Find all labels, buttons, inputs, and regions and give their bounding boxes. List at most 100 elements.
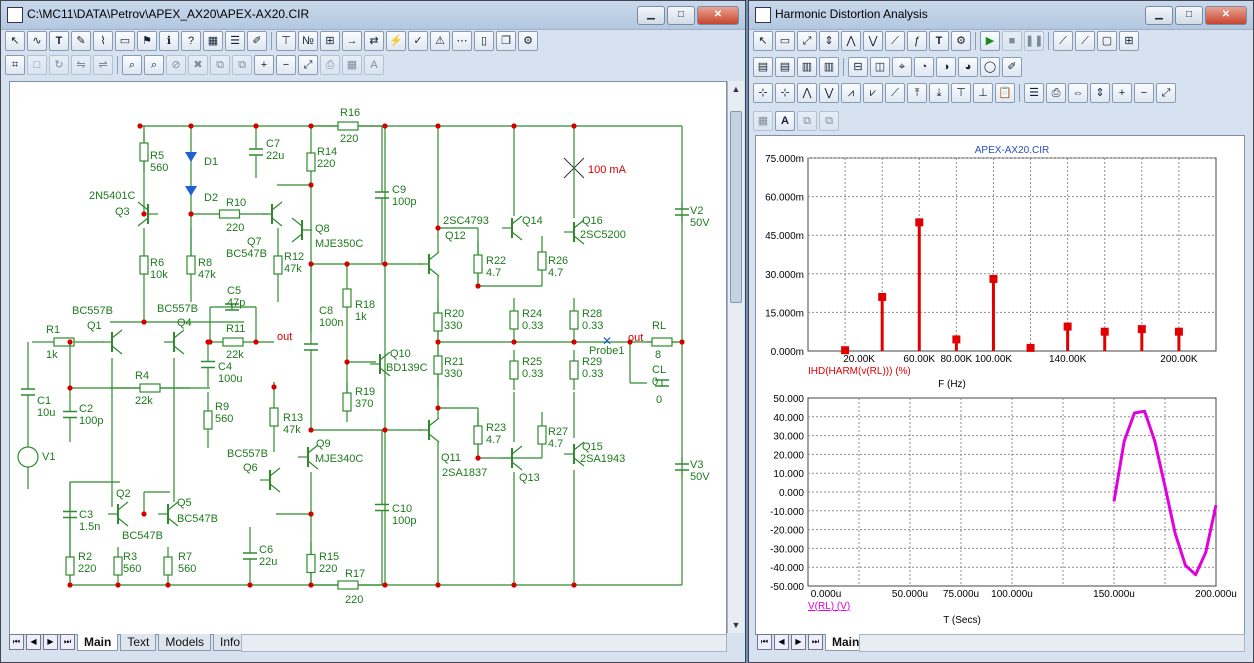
net-icon[interactable]: ⊞: [320, 31, 340, 51]
list-icon[interactable]: ☰: [225, 31, 245, 51]
global-high-icon[interactable]: ⤒: [907, 83, 927, 103]
tag-icon[interactable]: ⌖: [892, 57, 912, 77]
measure-3-icon[interactable]: ◕: [958, 57, 978, 77]
cursor-right-icon[interactable]: ⟋: [1075, 31, 1095, 51]
stop-run-icon[interactable]: ■: [1002, 31, 1022, 51]
arrow-swap-icon[interactable]: ⇄: [364, 31, 384, 51]
last-tab-icon[interactable]: ⏭: [60, 634, 75, 650]
peak-find-icon[interactable]: ⋀: [797, 83, 817, 103]
help-icon[interactable]: ?: [181, 31, 201, 51]
low-icon[interactable]: ⩗: [863, 83, 883, 103]
tile-icon[interactable]: ▦: [342, 55, 362, 75]
node-numbers-icon[interactable]: №: [298, 31, 318, 51]
first-tab-icon[interactable]: ⏮: [9, 634, 24, 650]
pen-icon[interactable]: ✎: [71, 31, 91, 51]
analysis-horizontal-scrollbar[interactable]: [859, 634, 1245, 652]
analysis-layer-up-icon[interactable]: ⧉: [797, 111, 817, 131]
formula-icon[interactable]: ƒ: [907, 31, 927, 51]
analysis-select-icon[interactable]: ↖: [753, 31, 773, 51]
fit-y-icon[interactable]: ⇕: [1090, 83, 1110, 103]
analysis-next-tab-icon[interactable]: ▶: [791, 634, 806, 650]
find-icon[interactable]: ⌕: [122, 55, 142, 75]
zoom-out-icon[interactable]: −: [276, 55, 296, 75]
pin-icon[interactable]: ⊤: [276, 31, 296, 51]
analysis-properties-icon[interactable]: ⚙: [951, 31, 971, 51]
analysis-first-tab-icon[interactable]: ⏮: [757, 634, 772, 650]
grid-select-icon[interactable]: ⌗: [5, 55, 25, 75]
scale-icon[interactable]: ⤢: [797, 31, 817, 51]
analysis-zoom-fit-icon[interactable]: ⤢: [1156, 83, 1176, 103]
warning-icon[interactable]: ⚠: [430, 31, 450, 51]
analysis-last-tab-icon[interactable]: ⏭: [808, 634, 823, 650]
frame-icon[interactable]: ▢: [1097, 31, 1117, 51]
scroll-up-icon[interactable]: ▲: [731, 84, 741, 94]
analysis-tile-icon[interactable]: ▦: [753, 111, 773, 131]
peak-icon[interactable]: ⋀: [841, 31, 861, 51]
select-mode-icon[interactable]: ↖: [5, 31, 25, 51]
slope-icon[interactable]: ⟋: [885, 31, 905, 51]
maxmin-icon[interactable]: ⇕: [819, 31, 839, 51]
font-icon[interactable]: A: [364, 55, 384, 75]
fit-x-icon[interactable]: ⇔: [1068, 83, 1088, 103]
layout-3-icon[interactable]: ▥: [797, 57, 817, 77]
tab-main[interactable]: Main: [77, 633, 119, 651]
wire-mode-icon[interactable]: ∿: [27, 31, 47, 51]
maximize-button[interactable]: □: [667, 6, 695, 25]
grid-icon[interactable]: ▦: [203, 31, 223, 51]
zoom-fit-icon[interactable]: ⤢: [298, 55, 318, 75]
hsplit-icon[interactable]: ⊟: [848, 57, 868, 77]
cursor-left-icon[interactable]: ⟋: [1053, 31, 1073, 51]
analysis-layer-down-icon[interactable]: ⧉: [819, 111, 839, 131]
flag-icon[interactable]: ⚑: [137, 31, 157, 51]
prev-tab-icon[interactable]: ◀: [26, 634, 41, 650]
stop-icon[interactable]: ⊘: [166, 55, 186, 75]
analysis-close-button[interactable]: ✕: [1205, 6, 1247, 25]
zoom-in-icon[interactable]: +: [254, 55, 274, 75]
notes-icon[interactable]: ☰: [1024, 83, 1044, 103]
cancel-icon[interactable]: ✖: [188, 55, 208, 75]
grid-toggle-icon[interactable]: ⊞: [1119, 31, 1139, 51]
cursor-mode-1-icon[interactable]: ⊹: [753, 83, 773, 103]
print-plot-icon[interactable]: ⎙: [1046, 83, 1066, 103]
layer-down-icon[interactable]: ⧉: [232, 55, 252, 75]
arrow-right-icon[interactable]: →: [342, 31, 362, 51]
scroll-thumb[interactable]: [730, 111, 742, 303]
analysis-tab-main[interactable]: Main: [825, 633, 867, 651]
properties-icon[interactable]: ⚙: [518, 31, 538, 51]
analysis-text-icon[interactable]: T: [929, 31, 949, 51]
lightning-icon[interactable]: ⚡: [386, 31, 406, 51]
layer-up-icon[interactable]: ⧉: [210, 55, 230, 75]
pause-icon[interactable]: ❚❚: [1024, 31, 1044, 51]
next-tab-icon[interactable]: ▶: [43, 634, 58, 650]
top-icon[interactable]: ⊤: [951, 83, 971, 103]
vsplit-icon[interactable]: ◫: [870, 57, 890, 77]
clipboard-icon[interactable]: 📋: [995, 83, 1015, 103]
bottom-icon[interactable]: ⊥: [973, 83, 993, 103]
grid-dots-icon[interactable]: ⋯: [452, 31, 472, 51]
page-icon[interactable]: ▯: [474, 31, 494, 51]
rotate-icon[interactable]: ↻: [49, 55, 69, 75]
layout-2-icon[interactable]: ▤: [775, 57, 795, 77]
measure-1-icon[interactable]: ◔: [914, 57, 934, 77]
flip-h-icon[interactable]: ⇋: [71, 55, 91, 75]
print-icon[interactable]: ⎙: [320, 55, 340, 75]
schematic-titlebar[interactable]: C:\MC11\DATA\Petrov\APEX_AX20\APEX-AX20.…: [1, 1, 745, 30]
inflect-icon[interactable]: ⟋: [885, 83, 905, 103]
global-low-icon[interactable]: ⤓: [929, 83, 949, 103]
tab-models[interactable]: Models: [158, 633, 212, 651]
mirror-icon[interactable]: ⇌: [93, 55, 113, 75]
measure-2-icon[interactable]: ◑: [936, 57, 956, 77]
high-icon[interactable]: ⩘: [841, 83, 861, 103]
copy-icon[interactable]: ❐: [496, 31, 516, 51]
valley-icon[interactable]: ⋁: [863, 31, 883, 51]
schematic-vertical-scrollbar[interactable]: ▲ ▼: [727, 81, 744, 633]
scroll-down-icon[interactable]: ▼: [731, 620, 741, 630]
text-mode-icon[interactable]: T: [49, 31, 69, 51]
info-icon[interactable]: ℹ: [159, 31, 179, 51]
analysis-component-icon[interactable]: ▭: [775, 31, 795, 51]
analysis-prev-tab-icon[interactable]: ◀: [774, 634, 789, 650]
analysis-minimize-button[interactable]: ▁: [1145, 6, 1173, 25]
valley-find-icon[interactable]: ⋁: [819, 83, 839, 103]
